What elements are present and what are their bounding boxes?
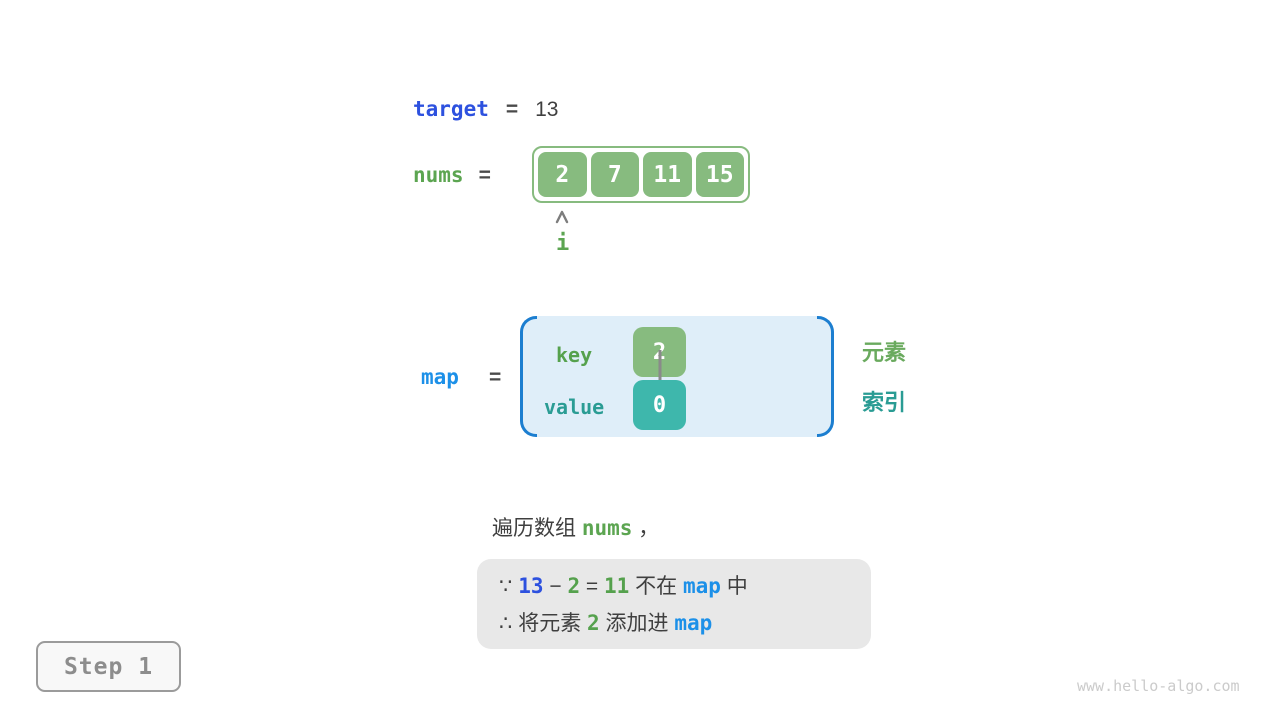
text-segment: nums: [581, 516, 633, 540]
nums-label: nums: [413, 163, 464, 187]
text-segment: ∵: [499, 575, 519, 598]
map-container: key 2 0 value: [520, 316, 834, 437]
text-segment: −: [543, 575, 568, 598]
target-value: 13: [535, 98, 559, 121]
text-segment: map: [674, 611, 713, 635]
nums-equals-sign: =: [478, 164, 491, 187]
text-segment: 2: [587, 611, 600, 635]
text-segment: map: [683, 574, 721, 598]
array-cell: 11: [643, 152, 692, 197]
index-pointer-caret-icon: [555, 210, 569, 224]
target-label: target: [413, 97, 489, 121]
array-cell: 7: [590, 152, 639, 197]
map-value-label: value: [544, 395, 605, 419]
text-segment: 添加进: [599, 612, 675, 635]
element-annotation: 元素: [862, 340, 907, 365]
text-segment: 11: [604, 574, 630, 598]
step-badge: Step 1: [36, 641, 181, 692]
array-cell: 2: [538, 152, 587, 197]
text-segment: =: [580, 575, 605, 598]
reason-line-therefore: ∴ 将元素 2 添加进 map: [499, 605, 871, 642]
map-left-bracket: [520, 316, 537, 437]
target-equals-sign: =: [505, 98, 519, 121]
index-annotation: 索引: [862, 390, 907, 415]
text-segment: ∴ 将元素: [499, 612, 588, 635]
map-label: map: [421, 365, 459, 389]
map-key-label: key: [556, 343, 593, 367]
text-segment: ，: [632, 517, 660, 540]
array-cell: 15: [695, 152, 744, 197]
reasoning-note: ∵ 13 − 2 = 11 不在 map 中 ∴ 将元素 2 添加进 map: [477, 559, 871, 649]
site-watermark: www.hello-algo.com: [1077, 677, 1240, 695]
target-expression: target = 13: [413, 97, 558, 122]
caption-text: 遍历数组 nums ，: [492, 516, 659, 541]
index-pointer-label: i: [556, 231, 570, 256]
map-right-bracket: [817, 316, 834, 437]
text-segment: 13: [518, 574, 544, 598]
map-expression: map =: [421, 365, 501, 390]
text-segment: 遍历数组: [492, 517, 582, 540]
text-segment: 2: [567, 574, 581, 598]
nums-expression: nums =: [413, 163, 491, 188]
text-segment: 不在: [629, 575, 683, 598]
reason-line-because: ∵ 13 − 2 = 11 不在 map 中: [499, 568, 871, 605]
text-segment: 中: [720, 575, 748, 598]
map-value-cell: 0: [633, 380, 686, 430]
map-equals-sign: =: [488, 366, 502, 389]
